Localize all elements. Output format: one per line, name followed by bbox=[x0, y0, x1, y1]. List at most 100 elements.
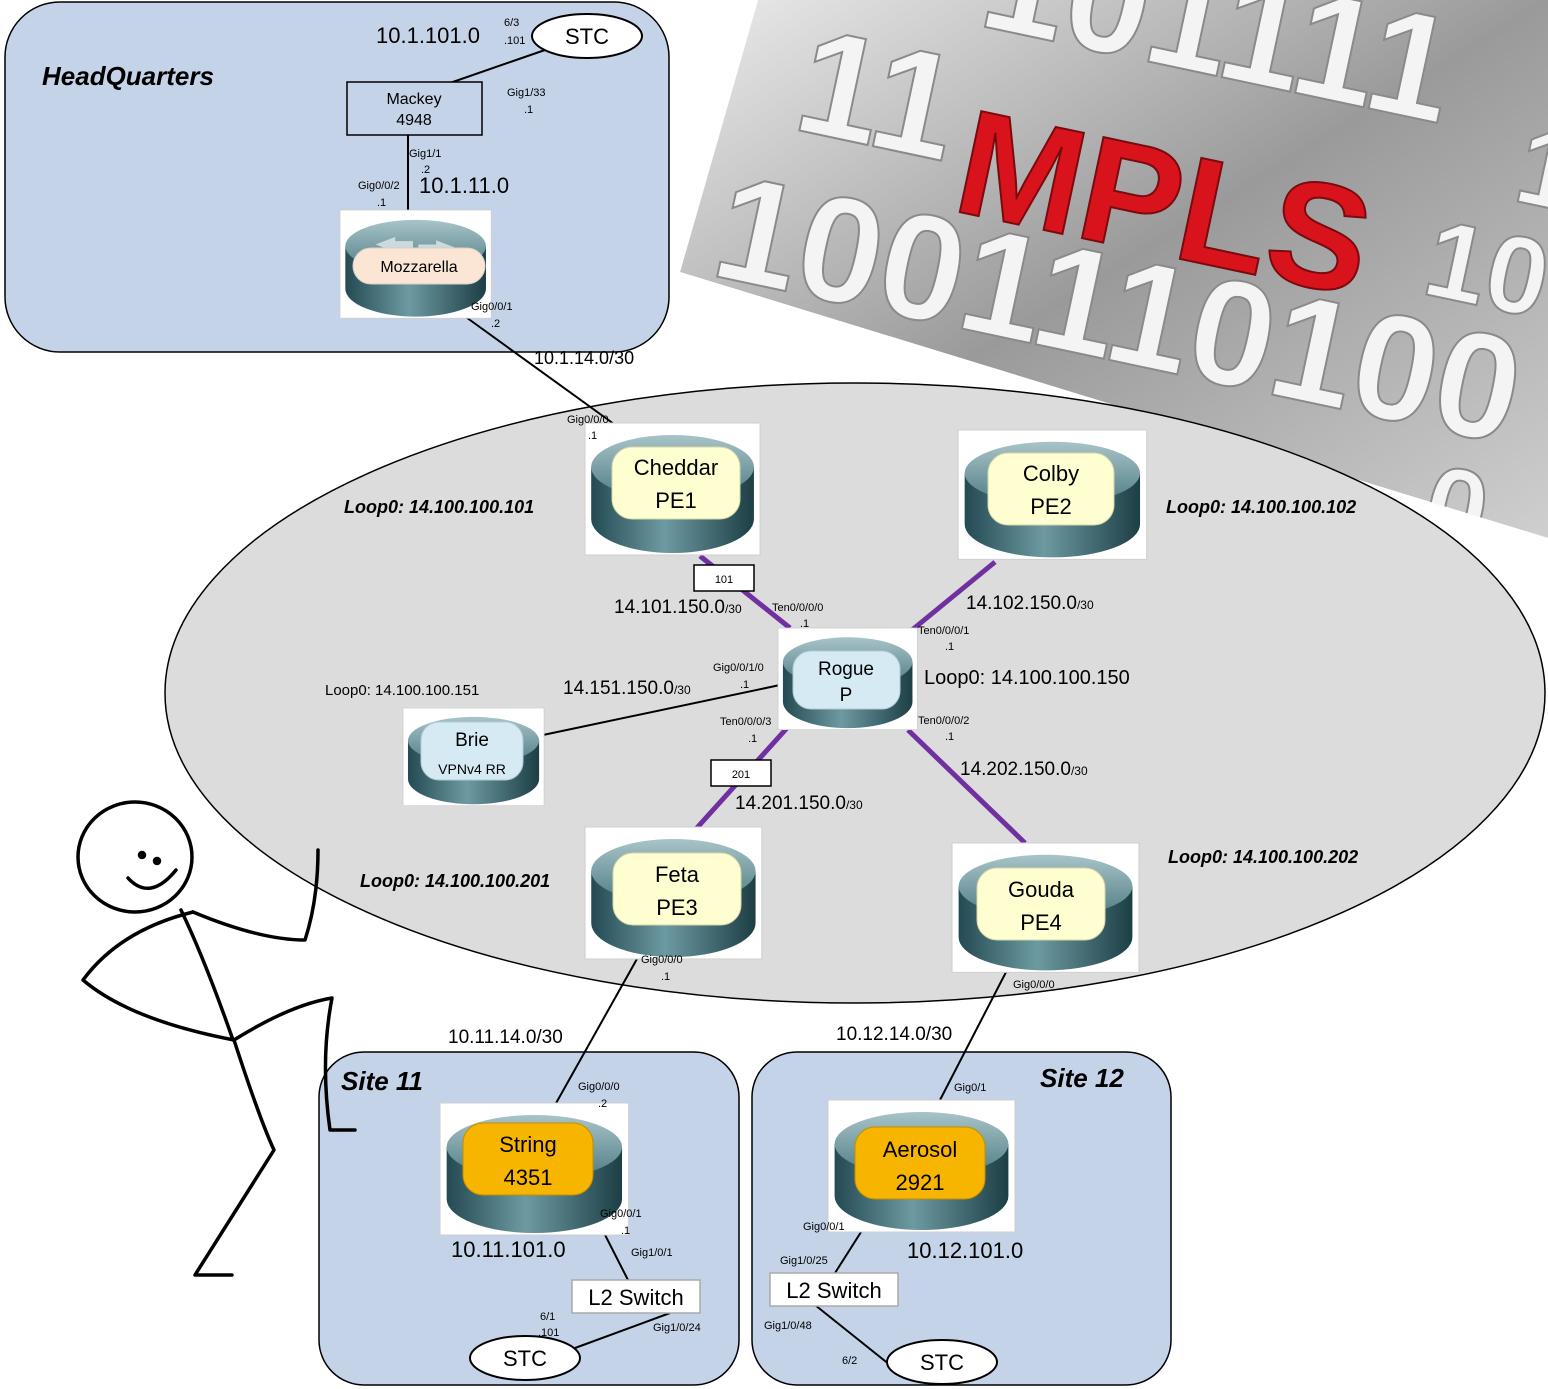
aerosol-name: Aerosol bbox=[883, 1137, 958, 1162]
link-mackey-stc bbox=[446, 49, 546, 85]
subnet-brie-rogue: 14.151.150.0/30 bbox=[563, 678, 691, 699]
aerosol-model: 2921 bbox=[896, 1170, 945, 1195]
feta-label-pill bbox=[612, 852, 742, 926]
l2-switch-site12-label: L2 Switch bbox=[786, 1278, 881, 1303]
if-rogue-ten002: Ten0/0/0/2 bbox=[918, 715, 969, 727]
subnet-cheddar-rogue-mask: /30 bbox=[725, 602, 742, 616]
stc-site11[interactable] bbox=[469, 1335, 581, 1381]
rogue-role: P bbox=[840, 685, 853, 706]
mozzarella-label-pill bbox=[352, 247, 486, 285]
subnet-cheddar-rogue-net: 14.101.150.0 bbox=[614, 597, 725, 618]
if-cheddar-wan-host: .1 bbox=[588, 430, 597, 442]
link-switch12-stc bbox=[814, 1304, 891, 1366]
stc-hq[interactable] bbox=[531, 13, 643, 59]
subnet-brie-rogue-mask: /30 bbox=[674, 683, 691, 697]
rogue-name: Rogue bbox=[818, 659, 874, 680]
hq-title: HeadQuarters bbox=[42, 61, 214, 91]
gouda-label-pill bbox=[976, 867, 1106, 941]
gouda-role: PE4 bbox=[1020, 910, 1062, 935]
if-mackey-up-host: .1 bbox=[524, 104, 533, 116]
loopback-feta: Loop0: 14.100.100.201 bbox=[360, 871, 550, 891]
if-rogue-ten001: Ten0/0/0/1 bbox=[918, 625, 969, 637]
if-aerosol-wan-port: Gig0/1 bbox=[954, 1082, 986, 1094]
subnet-site12-wan: 10.12.14.0/30 bbox=[836, 1024, 952, 1045]
mpls-banner: 101111 11 1001110100 10 101 0 MPLS bbox=[680, 0, 1548, 538]
if-gouda-wan-port: Gig0/0/0 bbox=[1013, 979, 1055, 991]
if-stc12-port: 6/2 bbox=[842, 1355, 857, 1367]
link-rogue-gouda bbox=[906, 728, 1027, 845]
if-stc11-port: 6/1 bbox=[540, 1311, 555, 1323]
if-hq-stc-port: 6/3 bbox=[504, 17, 519, 29]
if-string-wan-host: .2 bbox=[598, 1098, 607, 1110]
subnet-feta-rogue-net: 14.201.150.0 bbox=[735, 793, 846, 814]
if-mozz-wan-host: .2 bbox=[491, 318, 500, 330]
mackey-name: Mackey bbox=[386, 91, 441, 108]
if-aerosol-lan-port: Gig0/0/1 bbox=[803, 1221, 845, 1233]
if-mozz-up-port: Gig0/0/2 bbox=[358, 180, 400, 192]
l2-switch-site12[interactable] bbox=[769, 1272, 899, 1307]
if-mackey-down-host: .2 bbox=[421, 164, 430, 176]
site12-title: Site 12 bbox=[1040, 1063, 1124, 1093]
mackey-model: 4948 bbox=[396, 112, 432, 129]
label-tag-101 bbox=[693, 564, 755, 592]
mackey-switch[interactable] bbox=[346, 81, 483, 136]
if-feta-wan-port: Gig0/0/0 bbox=[641, 954, 683, 966]
brie-name: Brie bbox=[455, 730, 489, 751]
gouda-name: Gouda bbox=[1008, 877, 1075, 902]
colby-label-pill bbox=[987, 452, 1115, 526]
subnet-hq-stc: 10.1.101.0 bbox=[376, 23, 480, 48]
subnet-feta-rogue-mask: /30 bbox=[846, 798, 863, 812]
loopback-cheddar: Loop0: 14.100.100.101 bbox=[344, 497, 534, 517]
cheddar-role: PE1 bbox=[655, 488, 697, 513]
if-sw12-down-port: Gig1/0/48 bbox=[764, 1320, 812, 1332]
if-mozz-up-host: .1 bbox=[377, 197, 386, 209]
subnet-gouda-rogue-mask: /30 bbox=[1071, 764, 1088, 778]
cheddar-name: Cheddar bbox=[634, 455, 718, 480]
loopback-rogue: Loop0: 14.100.100.150 bbox=[924, 667, 1130, 689]
link-rogue-brie bbox=[542, 684, 781, 736]
string-name: String bbox=[499, 1132, 556, 1157]
label-tag-101-text: 101 bbox=[715, 574, 733, 586]
if-cheddar-wan-port: Gig0/0/0 bbox=[567, 414, 609, 426]
cheddar-label-pill bbox=[611, 446, 741, 520]
subnet-brie-rogue-net: 14.151.150.0 bbox=[563, 678, 674, 699]
label-tag-201-text: 201 bbox=[732, 769, 750, 781]
subnet-site12-lan: 10.12.101.0 bbox=[907, 1238, 1023, 1263]
subnet-colby-rogue-mask: /30 bbox=[1077, 598, 1094, 612]
subnet-colby-rogue: 14.102.150.0/30 bbox=[966, 593, 1094, 614]
stc-hq-label: STC bbox=[565, 24, 609, 49]
if-string-lan-host: .1 bbox=[621, 1225, 630, 1237]
banner-digits-row2: 11 bbox=[783, 0, 973, 193]
if-mozz-wan-port: Gig0/0/1 bbox=[471, 301, 513, 313]
subnet-feta-rogue: 14.201.150.0/30 bbox=[735, 793, 863, 814]
stc-site12-label: STC bbox=[920, 1350, 964, 1375]
if-feta-wan-host: .1 bbox=[661, 971, 670, 983]
site11-title: Site 11 bbox=[341, 1066, 423, 1096]
loopback-colby: Loop0: 14.100.100.102 bbox=[1166, 497, 1356, 517]
if-stc11-host: .101 bbox=[538, 1327, 559, 1339]
if-rogue-gig010: Gig0/0/1/0 bbox=[713, 662, 764, 674]
mozzarella-name: Mozzarella bbox=[380, 259, 457, 276]
aerosol-label-pill bbox=[854, 1126, 986, 1200]
label-tag-201 bbox=[710, 759, 772, 787]
if-rogue-ten000: Ten0/0/0/0 bbox=[772, 602, 823, 614]
loopback-brie: Loop0: 14.100.100.151 bbox=[325, 682, 479, 699]
subnet-gouda-rogue: 14.202.150.0/30 bbox=[960, 759, 1088, 780]
subnet-site11-wan: 10.11.14.0/30 bbox=[448, 1027, 563, 1048]
if-sw11-down-port: Gig1/0/24 bbox=[653, 1322, 701, 1334]
feta-role: PE3 bbox=[656, 895, 698, 920]
string-label-pill bbox=[462, 1122, 594, 1196]
link-mozzarella-cheddar bbox=[451, 306, 626, 433]
stc-site12[interactable] bbox=[886, 1339, 998, 1385]
l2-switch-site11[interactable] bbox=[571, 1279, 701, 1314]
subnet-cheddar-rogue: 14.101.150.0/30 bbox=[614, 597, 742, 618]
subnet-hq-wan: 10.1.14.0/30 bbox=[534, 348, 634, 368]
if-rogue-gig010-host: .1 bbox=[740, 679, 749, 691]
interface-labels: 6/3 .101 Gig1/33 .1 Gig1/1 .2 Gig0/0/2 .… bbox=[358, 17, 1055, 1367]
if-sw11-up-port: Gig1/0/1 bbox=[631, 1247, 673, 1259]
link-switch11-stc bbox=[574, 1312, 671, 1349]
feta-name: Feta bbox=[655, 862, 700, 887]
link-colby-rogue bbox=[910, 560, 997, 632]
loopback-gouda: Loop0: 14.100.100.202 bbox=[1168, 847, 1358, 867]
